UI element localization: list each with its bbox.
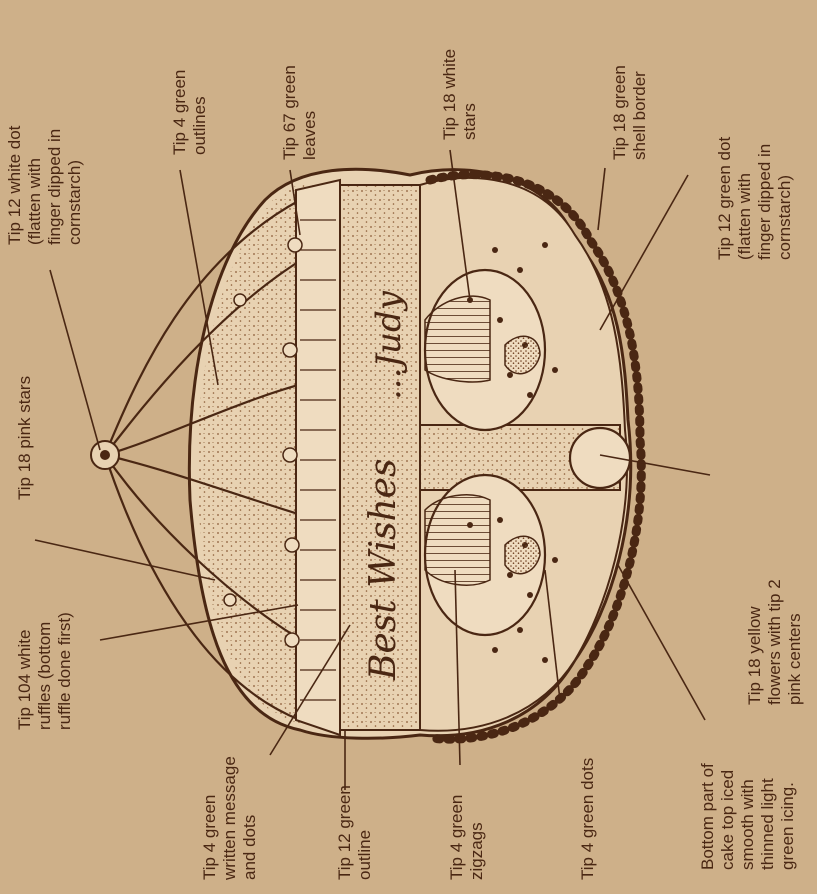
label-tip12-green-outline: Tip 12 green outline <box>335 785 375 880</box>
label-tip12-green-dot: Tip 12 green dot (flatten with finger di… <box>715 137 795 260</box>
bow-knot <box>570 428 630 488</box>
label-tip18-yellow-flowers: Tip 18 yellow flowers with tip 2 pink ce… <box>745 579 805 705</box>
label-tip104-white-ruffles: Tip 104 white ruffles (bottom ruffle don… <box>15 612 75 730</box>
label-tip4-green-message: Tip 4 green written message and dots <box>200 756 260 880</box>
label-tip4-green-zigzags: Tip 4 green zigzags <box>447 795 487 880</box>
label-tip18-white-stars: Tip 18 white stars <box>440 49 480 140</box>
label-tip18-green-shell: Tip 18 green shell border <box>610 65 650 160</box>
bow-hatch-upper <box>425 296 490 382</box>
bow-hatch-lower <box>425 495 490 585</box>
label-tip67-green-leaves: Tip 67 green leaves <box>280 65 320 160</box>
label-tip4-green-outlines: Tip 4 green outlines <box>170 70 210 155</box>
cake-message-1: Best Wishes <box>363 459 404 681</box>
cake-message-2: ...Judy <box>369 290 409 400</box>
label-tip4-green-dots: Tip 4 green dots <box>578 758 598 880</box>
label-bottom-part: Bottom part of cake top iced smooth with… <box>698 763 798 870</box>
label-tip18-pink-stars: Tip 18 pink stars <box>15 376 35 500</box>
label-tip12-white-dot: Tip 12 white dot (flatten with finger di… <box>5 126 85 245</box>
